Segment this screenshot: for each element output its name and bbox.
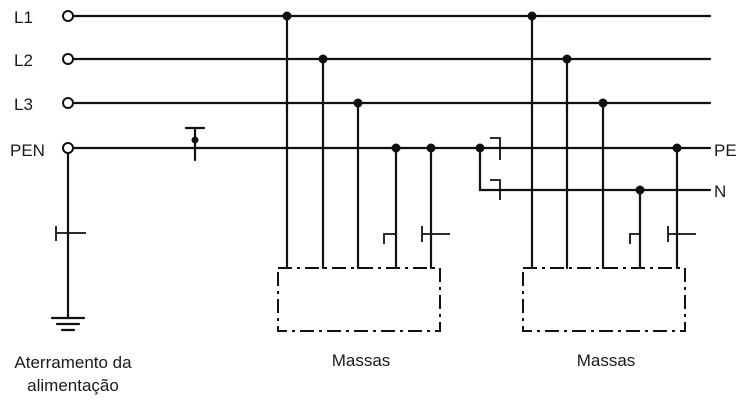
label-l1: L1 <box>14 8 33 27</box>
terminal-l1 <box>62 10 74 22</box>
caption-masses-left: Massas <box>332 351 391 370</box>
terminal-l3 <box>62 97 74 109</box>
busbar-n <box>478 146 712 192</box>
masses-enclosure-right <box>522 267 686 332</box>
terminal-pen <box>62 142 74 154</box>
label-l2: L2 <box>14 51 33 70</box>
supply-earthing <box>50 151 86 332</box>
pen-split-node <box>475 137 501 200</box>
caption-earthing-line2: alimentação <box>27 376 119 395</box>
left-group-wiring <box>282 11 450 270</box>
pen-isolation-symbol <box>184 126 206 162</box>
caption-earthing-line1: Aterramento da <box>14 353 132 372</box>
terminal-l2 <box>62 53 74 65</box>
label-pe: PE <box>714 141 737 160</box>
label-pen: PEN <box>10 141 45 160</box>
masses-enclosure-left <box>277 267 441 332</box>
label-n: N <box>714 182 726 201</box>
caption-masses-right: Massas <box>577 351 636 370</box>
label-l3: L3 <box>14 95 33 114</box>
right-group-wiring <box>527 11 696 270</box>
